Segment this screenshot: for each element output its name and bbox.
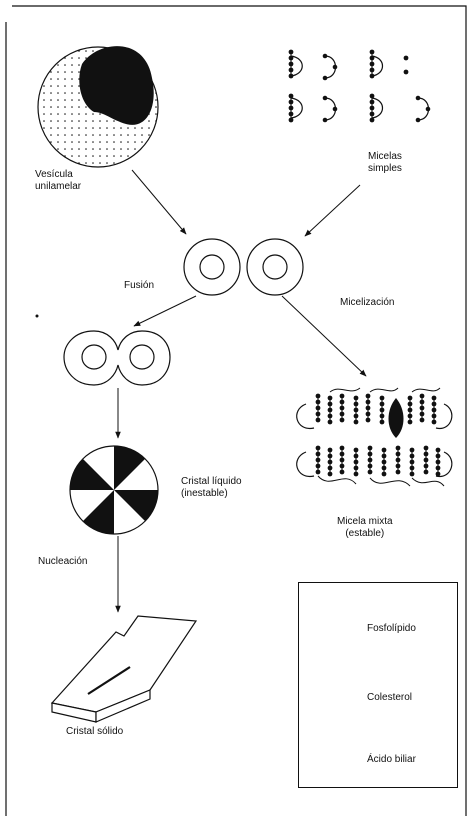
arrow-micellization [281,295,367,377]
simple-micelles [288,49,431,123]
stray-dot [35,314,39,318]
legend-cholesterol-label: Colesterol [367,692,413,703]
legend-phospholipid-label: Fosfolípido [367,623,416,634]
micellization-label: Micelización [340,297,395,308]
arrow-fusion [133,295,197,327]
nucleation-label: Nucleación [38,556,88,567]
page-frame [12,5,467,816]
paired-vesicles [183,238,304,296]
fusion-label: Fusión [124,280,155,291]
mixed-micelle [296,387,453,487]
solid-crystal [50,615,198,723]
fused-vesicle [63,330,171,386]
solid-crystal-label: Cristal sólido [66,726,124,737]
arrow-micelles-to-pair [304,184,361,237]
micelles-label: Micelas simples [368,151,402,174]
legend [298,582,458,788]
flow-arrows [115,169,367,613]
liquid-crystal-label: Cristal líquido (inestable) [181,476,242,499]
unilamellar-vesicle [37,46,159,168]
legend-bile-acid-label: Ácido biliar [367,754,416,765]
vesicle-label: Vesícula unilamelar [35,169,82,192]
liquid-crystal [69,445,159,535]
mixed-micelle-label: Micela mixta (estable) [337,516,393,539]
arrow-vesicle-to-pair [131,169,187,235]
